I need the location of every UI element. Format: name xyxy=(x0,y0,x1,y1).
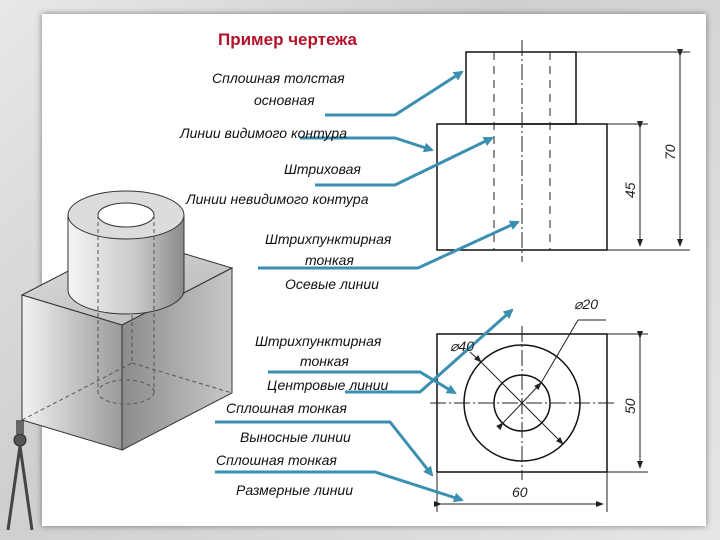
page-title: Пример чертежа xyxy=(218,30,357,49)
label-solid-thick: Сплошная толстая xyxy=(212,70,345,86)
label-dashdot-1: Штрихпунктирная xyxy=(265,231,392,247)
label-dashdot-1b: тонкая xyxy=(305,252,354,268)
compass-icon xyxy=(6,420,34,531)
dim-w60: 60 xyxy=(512,484,528,500)
top-view xyxy=(430,319,648,512)
label-dashdot-2b: тонкая xyxy=(300,353,349,369)
label-solid-thick-2: основная xyxy=(254,92,315,108)
isometric-model xyxy=(20,190,234,451)
label-extension-lines: Выносные линии xyxy=(240,429,351,445)
label-solid-thin-2: Сплошная тонкая xyxy=(216,452,337,468)
dim-d20: ⌀20 xyxy=(574,296,599,312)
label-dimension-lines: Размерные линии xyxy=(236,482,353,498)
label-visible-contour: Линии видимого контура xyxy=(180,125,348,141)
label-dashed: Штриховая xyxy=(284,161,361,177)
dim-h50: 50 xyxy=(622,398,638,414)
dim-h70: 70 xyxy=(662,144,678,160)
dim-d40: ⌀40 xyxy=(450,338,475,354)
label-solid-thin-1: Сплошная тонкая xyxy=(226,400,347,416)
label-axis-lines: Осевые линии xyxy=(285,276,379,292)
label-hidden-contour: Линии невидимого контура xyxy=(186,191,369,207)
label-center-lines: Центровые линии xyxy=(267,377,389,393)
label-dashdot-2: Штрихпунктирная xyxy=(255,333,382,349)
dim-h45: 45 xyxy=(622,182,638,198)
front-view xyxy=(436,40,690,262)
pointer-arrows xyxy=(215,70,520,503)
